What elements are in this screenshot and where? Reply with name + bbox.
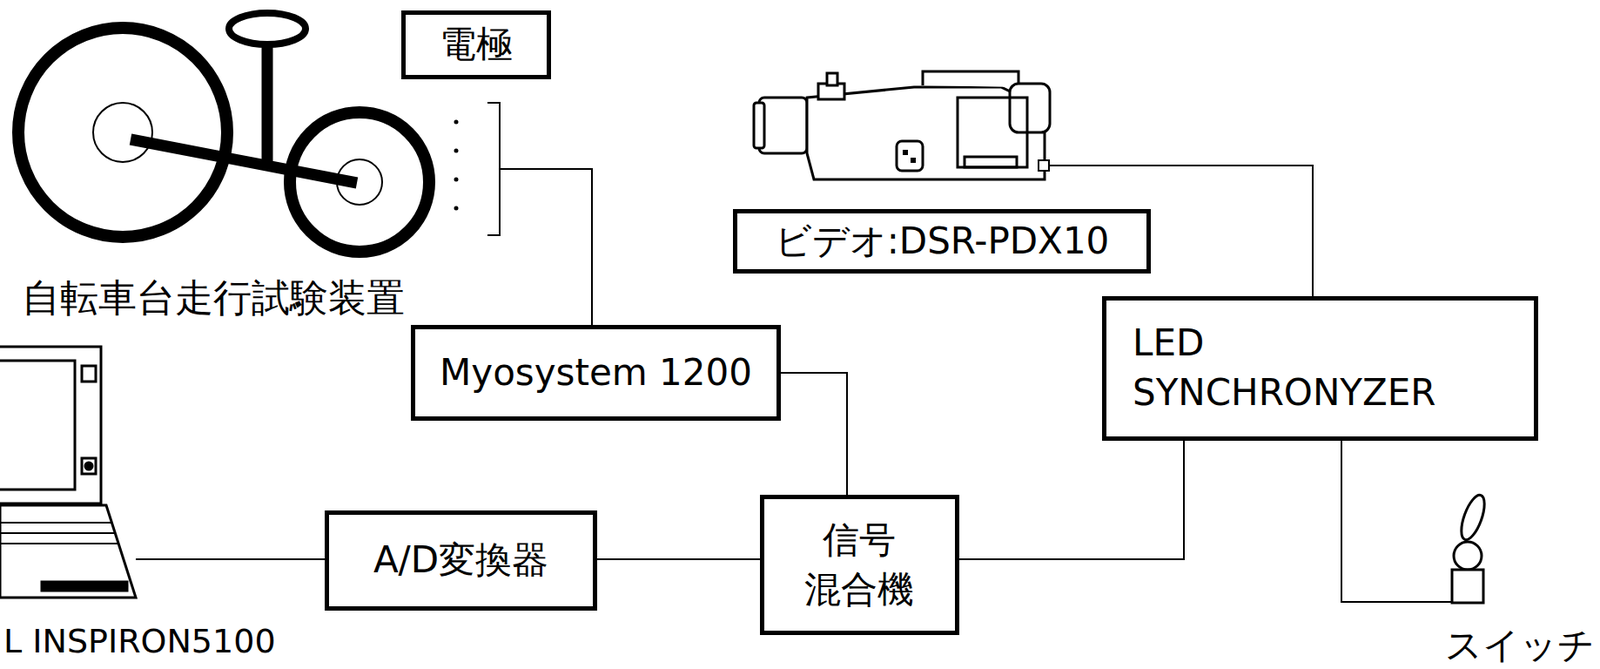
connector — [499, 168, 592, 325]
emg-amplifier-box: Myosystem 1200 — [410, 324, 781, 421]
ad-converter-box: A/D変換器 — [324, 510, 598, 611]
box-text: LED SYNCHRONYZER — [1132, 318, 1462, 417]
laptop-label: L INSPIRON5100 — [3, 623, 276, 660]
electrode-bracket — [454, 102, 501, 236]
signal-mixer-box: 信号 混合機 — [759, 494, 960, 635]
electrode-box: 電極 — [401, 10, 552, 80]
switch-illustration — [1452, 491, 1490, 603]
box-text: Myosystem 1200 — [439, 351, 753, 394]
switch-label: スイッチ — [1445, 625, 1595, 666]
connector — [597, 558, 760, 560]
box-text: ビデオ:DSR-PDX10 — [774, 220, 1110, 263]
connector — [780, 372, 848, 495]
laptop-illustration — [0, 346, 136, 598]
box-text: A/D変換器 — [373, 538, 549, 581]
box-text: 電極 — [439, 23, 513, 66]
led-synchronizer-box: LED SYNCHRONYZER — [1102, 295, 1539, 441]
bicycle-illustration — [18, 13, 430, 252]
box-text: 信号 混合機 — [800, 515, 918, 614]
apparatus-label: 自転車台走行試験装置 — [21, 276, 405, 319]
video-camera-illustration — [753, 71, 1050, 180]
connector — [959, 440, 1184, 559]
video-box: ビデオ:DSR-PDX10 — [732, 208, 1151, 274]
